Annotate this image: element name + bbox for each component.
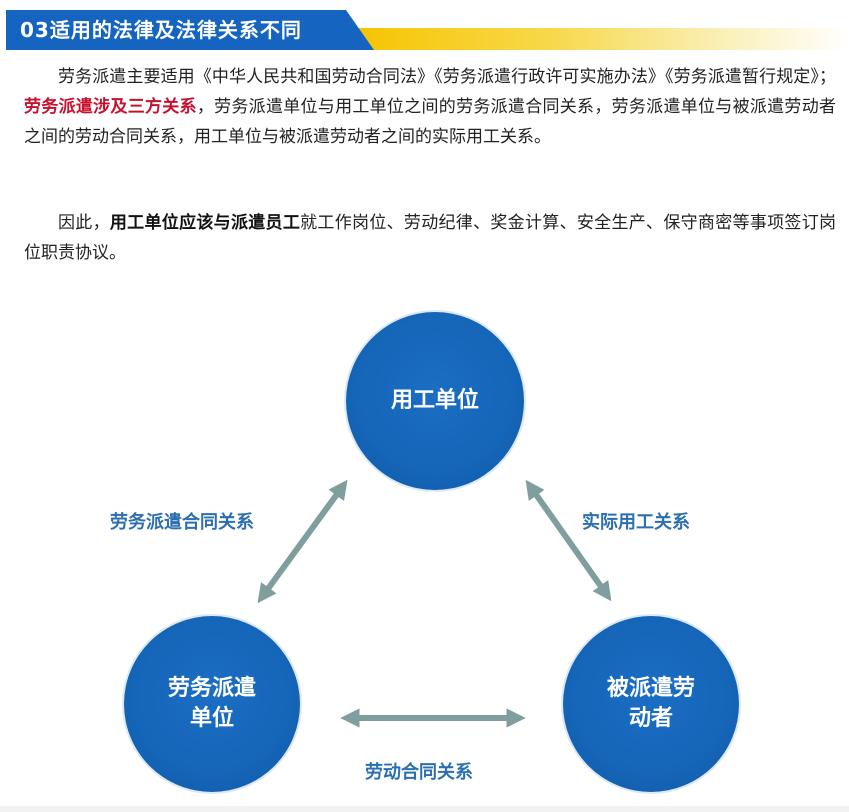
node-dispatch-agency: 劳务派遣单位 bbox=[124, 616, 300, 792]
bottom-divider bbox=[0, 806, 849, 812]
relation-label-actual-employment: 实际用工关系 bbox=[582, 512, 690, 533]
paragraph1-text-a: 劳务派遣主要适用《中华人民共和国劳动合同法》《劳务派遣行政许可实施办法》《劳务派… bbox=[58, 67, 836, 87]
paragraph-agreement: 因此，用工单位应该与派遣员工就工作岗位、劳动纪律、奖金计算、安全生产、保守商密等… bbox=[24, 208, 836, 268]
section-title: 03适用的法律及法律关系不同 bbox=[20, 18, 302, 42]
node-dispatched-worker: 被派遣劳动者 bbox=[563, 616, 739, 792]
section-header: 03适用的法律及法律关系不同 bbox=[0, 0, 849, 52]
node-dispatch-agency-label: 劳务派遣单位 bbox=[167, 676, 256, 731]
paragraph2-text-b: 就工作岗位、劳动纪律、奖金计算、安全生产、保守商密等事项签订岗位职责协议。 bbox=[24, 213, 837, 263]
relationship-arrows bbox=[257, 479, 612, 728]
paragraph-applicable-laws: 劳务派遣主要适用《中华人民共和国劳动合同法》《劳务派遣行政许可实施办法》《劳务派… bbox=[24, 62, 836, 152]
header-bar bbox=[6, 10, 374, 50]
node-employing-unit-label: 用工单位 bbox=[390, 388, 479, 413]
header-accent-stripe bbox=[350, 28, 849, 50]
node-employing-unit: 用工单位 bbox=[346, 312, 524, 490]
relation-label-labor-contract: 劳动合同关系 bbox=[365, 762, 473, 783]
node-dispatched-worker-label: 被派遣劳动者 bbox=[606, 676, 695, 731]
arrow-right-relation bbox=[525, 479, 612, 602]
paragraph2-bold: 用工单位应该与派遣员工 bbox=[109, 213, 301, 233]
relation-label-dispatch-contract: 劳务派遣合同关系 bbox=[110, 512, 254, 533]
paragraph2-text-a: 因此， bbox=[58, 213, 110, 233]
three-party-relationship-diagram: 用工单位 劳务派遣单位 被派遣劳动者 劳务派遣合同关系 实际用工关系 劳动合同关… bbox=[0, 300, 849, 812]
paragraph1-text-b: ，劳务派遣单位与用工单位之间的劳务派遣合同关系，劳务派遣单位与被派遣劳动者之间的… bbox=[24, 97, 837, 147]
paragraph1-highlight: 劳务派遣涉及三方关系 bbox=[24, 97, 197, 117]
arrow-left-relation bbox=[257, 479, 348, 604]
